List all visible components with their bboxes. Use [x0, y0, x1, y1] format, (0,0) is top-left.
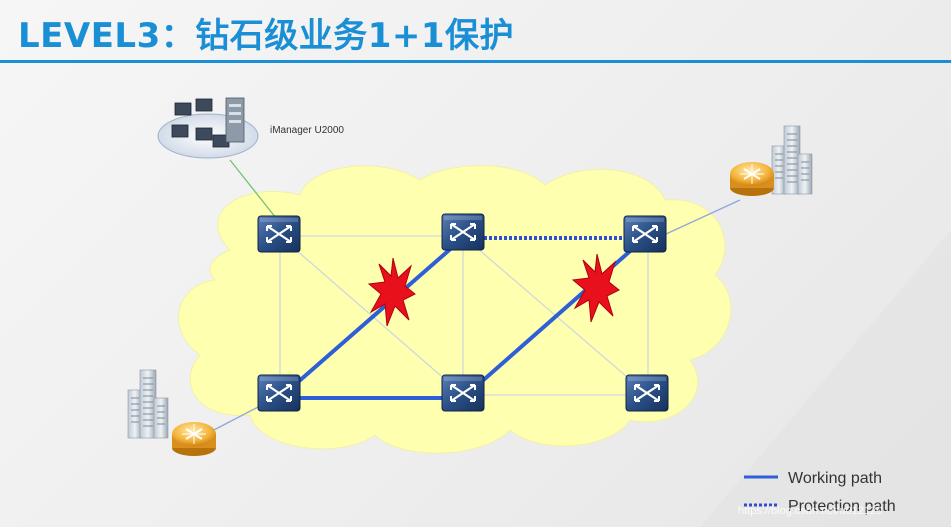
fault-marker-left [367, 257, 416, 327]
background-shade [700, 230, 951, 527]
switch-icon [440, 373, 486, 413]
title-divider [0, 60, 951, 63]
building-icon [127, 369, 169, 439]
access-link-right [665, 199, 741, 235]
switch-icon [624, 373, 670, 413]
nms-label: iManager U2000 [270, 125, 344, 136]
network-cloud [178, 165, 732, 454]
building-icon [771, 125, 813, 195]
workstation-cluster-icon [157, 97, 259, 159]
router-icon [729, 161, 775, 197]
watermark: https://blog.csdn.net/u012120 [738, 505, 882, 517]
slide-title: LEVEL3：钻石级业务1+1保护 [18, 16, 515, 56]
switch-icon [256, 214, 302, 254]
nms-link [229, 159, 277, 219]
router-icon [171, 421, 217, 457]
legend-working-label: Working path [788, 470, 882, 487]
access-link-left [209, 404, 263, 433]
fault-marker-right [571, 253, 620, 323]
switch-icon [256, 373, 302, 413]
switch-icon [622, 214, 668, 254]
legend-protection-label: Protection path [788, 498, 896, 515]
legend: Working path Protection path [744, 470, 896, 515]
switch-icon [440, 212, 486, 252]
